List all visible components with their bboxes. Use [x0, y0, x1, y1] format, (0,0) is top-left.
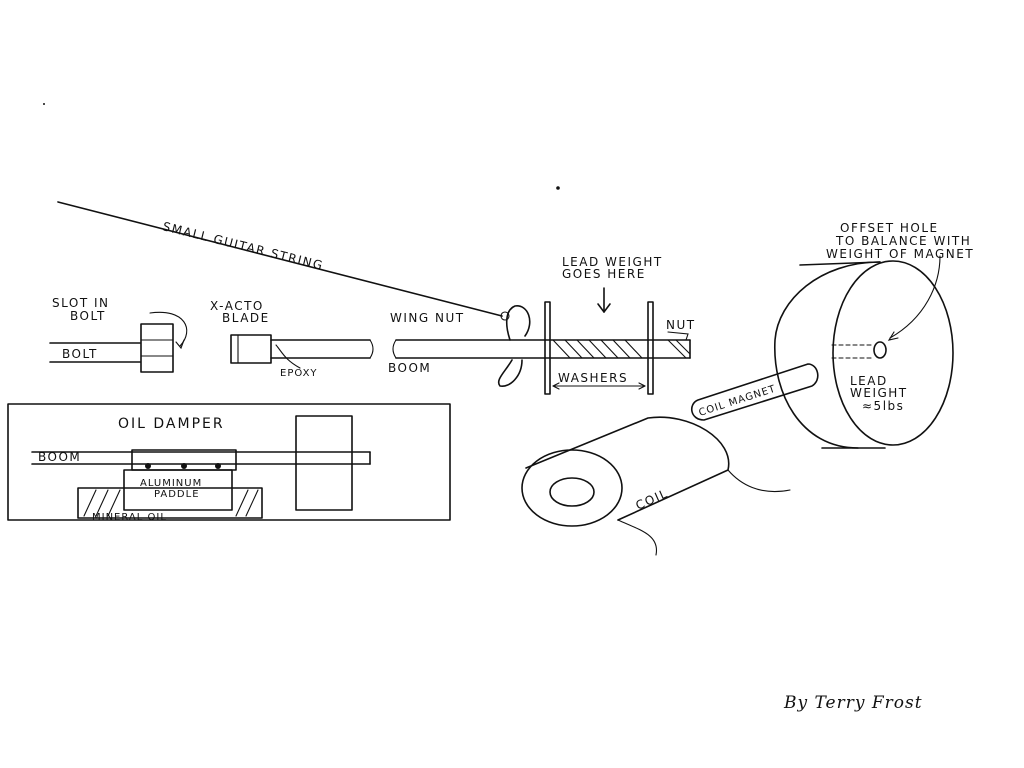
lead-weight-goes-label-2: GOES HERE — [562, 267, 646, 281]
xacto-blade-drawing — [230, 334, 374, 369]
slot-in-bolt-label-1: SLOT IN — [52, 296, 109, 310]
aluminum-paddle-label-2: PADDLE — [154, 489, 200, 500]
slot-in-bolt-label-2: BOLT — [70, 309, 106, 323]
offset-hole-label-1: OFFSET HOLE — [840, 221, 939, 235]
damper-boom-label: BOOM — [38, 450, 81, 464]
lead-weight-goes-label-1: LEAD WEIGHT — [562, 255, 663, 269]
wing-nut-label: WING NUT — [390, 311, 465, 325]
coil-label: COIL — [634, 486, 671, 513]
guitar-string-label: SMALL GUITAR STRING — [161, 219, 325, 273]
coil-drawing — [521, 416, 791, 556]
bolt-drawing — [49, 311, 188, 373]
epoxy-label: EPOXY — [280, 368, 318, 379]
washers-drawing — [544, 301, 654, 395]
lead-weight-label-3: ≈5lbs — [862, 399, 904, 413]
boom-label: BOOM — [388, 361, 431, 375]
lead-weight-label-1: LEAD — [850, 374, 888, 388]
signature: By Terry Frost — [783, 693, 923, 713]
mineral-oil-label: MINERAL OIL — [92, 512, 167, 523]
offset-hole-label-3: WEIGHT OF MAGNET — [826, 247, 974, 261]
oil-damper-title: OIL DAMPER — [118, 416, 225, 432]
wing-nut-drawing — [497, 305, 531, 387]
washers-label: WASHERS — [558, 371, 628, 385]
aluminum-paddle-label-1: ALUMINUM — [140, 478, 202, 489]
xacto-label-2: BLADE — [222, 311, 270, 325]
lead-weight-disk — [774, 255, 954, 449]
lead-weight-label-2: WEIGHT — [850, 386, 908, 400]
bolt-label: BOLT — [62, 347, 98, 361]
offset-hole-label-2: TO BALANCE WITH — [835, 234, 971, 248]
guitar-string — [57, 201, 503, 317]
coil-magnet-drawing — [691, 363, 819, 421]
oil-damper-panel — [7, 403, 451, 521]
nut-label: NUT — [666, 318, 696, 332]
boom-drawing — [392, 339, 691, 359]
xacto-label-1: X-ACTO — [210, 299, 264, 313]
